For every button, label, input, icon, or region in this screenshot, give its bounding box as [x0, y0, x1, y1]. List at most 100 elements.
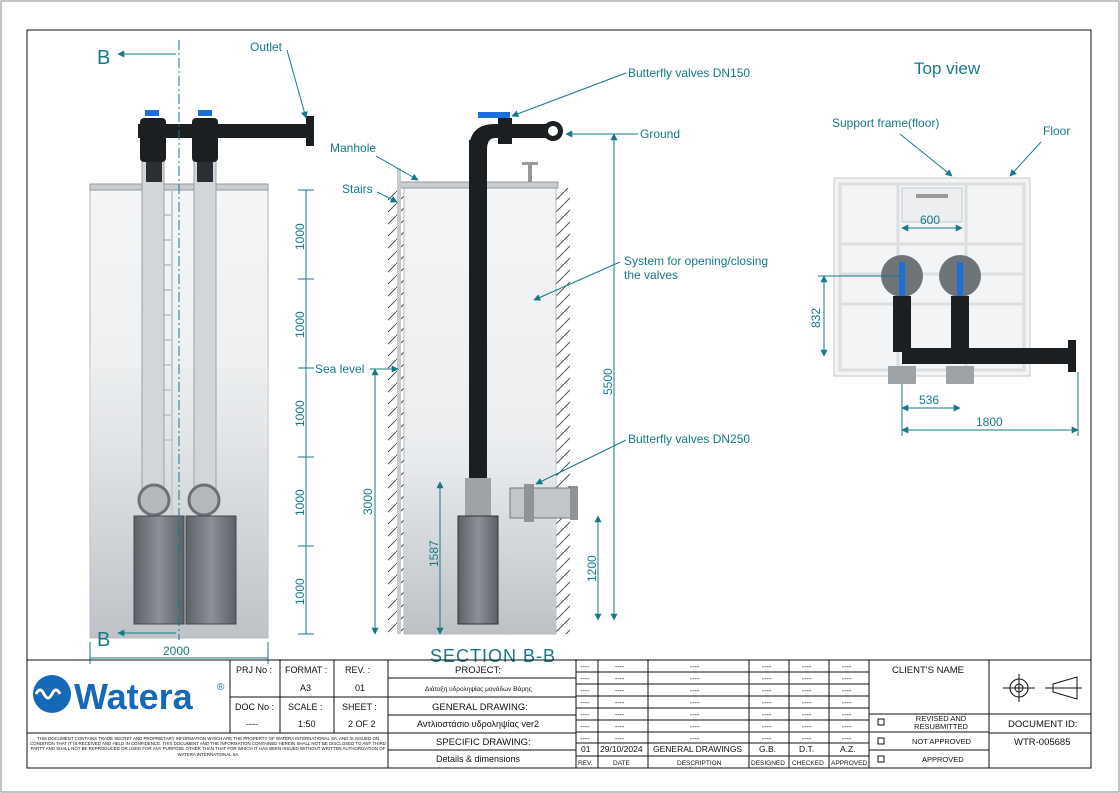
revision-dash-cell: ----	[762, 676, 772, 683]
stair-rail	[397, 168, 401, 634]
checkbox-revised[interactable]	[877, 718, 885, 726]
pipe-joint-2	[197, 162, 213, 182]
label-sea-level: Sea level	[315, 362, 364, 376]
dim-1000-a: 1000	[293, 223, 307, 250]
label-system-line1: System for opening/closing	[624, 254, 768, 268]
rev-header-checked: CHECKED	[792, 760, 824, 767]
soil-left	[388, 188, 404, 634]
revision-dash-cell: ----	[802, 676, 812, 683]
rev-value: 01	[355, 683, 365, 693]
screen-1	[133, 515, 185, 625]
revision-dash-cell: ----	[762, 700, 772, 707]
doc-no-label: DOC No :	[235, 702, 274, 712]
section-screen	[457, 515, 499, 625]
revision-dash-rows: ---- ---- ---- ---- ---- ---- ---- ---- ---- ----…	[580, 664, 852, 743]
section-marker-top: B	[97, 47, 110, 69]
watera-logo: Watera ®	[33, 675, 225, 717]
left-elevation-view: B B 1000 1000 1000 1000 1000 2000 Outlet	[89, 40, 314, 664]
revision-dash-cell: ----	[762, 724, 772, 731]
rev-label: REV. :	[345, 665, 370, 675]
bottom-valve-1	[137, 483, 171, 517]
rev-row-checked: D.T.	[799, 744, 814, 754]
revision-dash-cell: ----	[802, 724, 812, 731]
section-elbow	[469, 124, 560, 150]
general-drawing-label: GENERAL DRAWING:	[432, 702, 528, 713]
dim-1800: 1800	[976, 415, 1003, 429]
section-valve-handle	[478, 112, 510, 118]
project-value: Διάταξη υδροληψίας μονάδων Βάρης	[425, 685, 532, 693]
format-label: FORMAT :	[285, 665, 327, 675]
dim-2000: 2000	[163, 644, 190, 658]
outlet-pipe	[138, 124, 310, 138]
dim-1000-b: 1000	[293, 311, 307, 338]
label-outlet: Outlet	[250, 40, 283, 54]
revision-dash-cell: ----	[842, 700, 852, 707]
revision-dash-cell: ----	[762, 664, 772, 671]
revision-dash-cell: ----	[802, 700, 812, 707]
valve-handle-1	[145, 110, 159, 116]
revision-dash-cell: ----	[580, 700, 590, 707]
top-view-title: Top view	[914, 59, 981, 78]
checkbox-approved[interactable]	[877, 755, 885, 763]
format-value: A3	[300, 683, 311, 693]
sheet-frame	[26, 29, 1092, 769]
rev-header-approved: APPROVED	[831, 760, 867, 767]
revision-dash-cell: ----	[615, 664, 625, 671]
scale-label: SCALE :	[288, 702, 323, 712]
revision-dash-cell: ----	[690, 664, 700, 671]
revision-dash-cell: ----	[690, 736, 700, 743]
client-name-label: CLIENT'S NAME	[892, 665, 964, 676]
revision-dash-cell: ----	[690, 688, 700, 695]
left-pipe-2	[193, 149, 217, 496]
screen-2	[185, 515, 237, 625]
pipe-joint-1	[146, 162, 162, 182]
rev-row-rev: 01	[581, 744, 591, 754]
revision-dash-cell: ----	[615, 724, 625, 731]
revision-dash-cell: ----	[580, 736, 590, 743]
sheet-label: SHEET :	[342, 702, 377, 712]
revision-dash-cell: ----	[762, 688, 772, 695]
bottom-valve-2	[187, 483, 221, 517]
doc-no-value: ----	[246, 719, 258, 729]
project-label: PROJECT:	[455, 665, 501, 676]
revision-dash-cell: ----	[842, 736, 852, 743]
soil-right	[556, 188, 570, 634]
label-floor: Floor	[1043, 124, 1070, 138]
rev-header-rev: REV.	[578, 760, 593, 767]
dim-1000-d: 1000	[293, 489, 307, 516]
dim-536: 536	[919, 393, 939, 407]
confidentiality-notice: THIS DOCUMENT CONTAINS TRADE SECRET AND …	[30, 736, 386, 757]
revision-dash-cell: ----	[690, 724, 700, 731]
valve-body-2	[192, 118, 218, 162]
logo-text: Watera	[74, 676, 194, 717]
rev-row-date: 29/10/2024	[600, 744, 643, 754]
label-butterfly-dn150: Butterfly valves DN150	[628, 66, 750, 80]
dim-5500: 5500	[601, 368, 615, 395]
dim-1000-c: 1000	[293, 400, 307, 427]
title-block: Watera ® THIS DOCUMENT CONTAINS TRADE SE…	[27, 659, 1091, 768]
rev-row-approved: A.Z.	[840, 744, 856, 754]
revision-dash-cell: ----	[615, 700, 625, 707]
section-title: SECTION B-B	[430, 646, 556, 666]
outlet-flange	[306, 116, 314, 146]
dim-3000: 3000	[361, 488, 375, 515]
section-valve-dn250	[509, 487, 577, 519]
top-view: Top view Support frame(floor) Floor 600	[809, 59, 1079, 436]
revision-dash-cell: ----	[762, 736, 772, 743]
revision-dash-cell: ----	[802, 712, 812, 719]
status-revised-label: REVISED AND RESUBMITTED	[914, 715, 968, 731]
document-id-value: WTR-005685	[1014, 737, 1071, 748]
checkbox-not-approved[interactable]	[877, 737, 885, 745]
section-riser-pipe	[469, 140, 487, 480]
revision-dash-cell: ----	[580, 664, 590, 671]
rev-header-description: DESCRIPTION	[677, 760, 722, 767]
label-butterfly-dn250: Butterfly valves DN250	[628, 432, 750, 446]
top-pipe-2	[951, 296, 969, 352]
revision-dash-cell: ----	[802, 688, 812, 695]
dim-1000-e: 1000	[293, 578, 307, 605]
revision-dash-cell: ----	[580, 724, 590, 731]
document-id-label: DOCUMENT ID:	[1008, 719, 1078, 730]
revision-dash-cell: ----	[580, 688, 590, 695]
revision-dash-cell: ----	[690, 712, 700, 719]
